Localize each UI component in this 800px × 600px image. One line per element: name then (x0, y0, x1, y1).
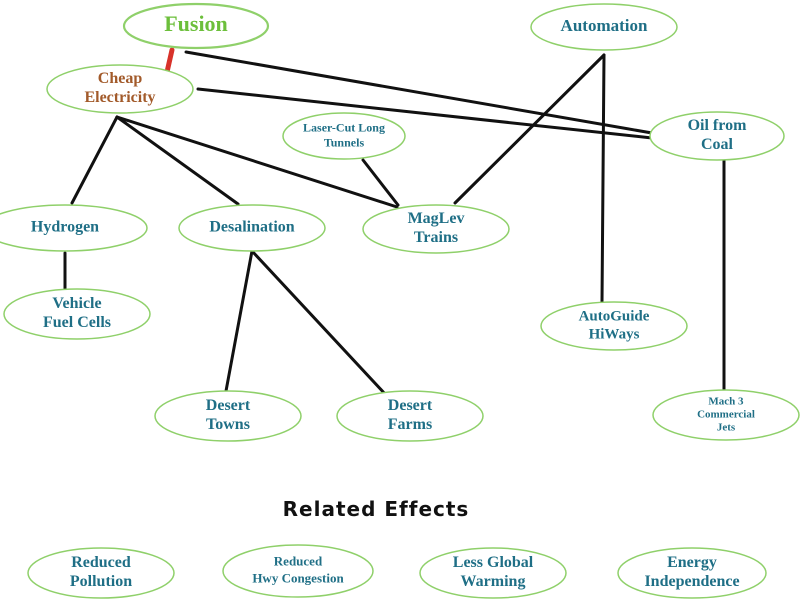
node-hydrogen-label-line-1: Hydrogen (31, 219, 99, 236)
node-autoguide-hiways-shape (540, 301, 688, 351)
node-desert-towns-label-line-2: Towns (206, 416, 250, 433)
node-energy-independence-label-line-1: Energy (667, 554, 717, 571)
link-desalination-to-desert-farms (250, 249, 388, 397)
node-autoguide-hiways-label-line-1: AutoGuide (579, 308, 650, 324)
node-reduced-pollution-label-line-2: Pollution (70, 573, 132, 590)
link-cheap-electricity-to-desalination (115, 115, 240, 206)
node-desalination: Desalination (178, 204, 326, 252)
node-reduced-pollution-shape (27, 547, 175, 599)
node-less-global-warming-label-line-1: Less Global (453, 554, 534, 571)
node-automation-shape (530, 3, 678, 51)
node-desert-farms-label-line-2: Farms (388, 416, 432, 433)
node-maglev-trains-label-line-2: Trains (414, 229, 458, 246)
node-less-global-warming-label-line-2: Warming (461, 573, 526, 590)
node-automation-label-line-1: Automation (561, 16, 648, 35)
node-reduced-hwy-congestion-label-line-2: Hwy Congestion (252, 570, 344, 585)
node-desert-towns-label-line-1: Desert (206, 397, 251, 414)
link-fusion-to-cheap-electricity (164, 47, 175, 75)
node-energy-independence-shape (617, 547, 767, 599)
node-cheap-electricity-label-line-1: Cheap (98, 70, 143, 87)
node-reduced-hwy-congestion-shape (222, 544, 374, 598)
node-hydrogen: Hydrogen (0, 204, 148, 252)
node-mach3-jets-label-line-2: Commercial (697, 409, 755, 421)
node-maglev-trains-shape (362, 204, 510, 254)
node-laser-cut-tunnels-shape (282, 112, 406, 160)
link-cheap-electricity-to-maglev-trains (115, 115, 399, 209)
node-energy-independence-label-line-2: Independence (644, 573, 739, 590)
node-fusion-label-line-1: Fusion (164, 11, 228, 36)
node-less-global-warming-shape (419, 547, 567, 599)
node-oil-from-coal-label-line-1: Oil from (688, 117, 747, 134)
node-reduced-pollution-label-line-1: Reduced (71, 554, 131, 571)
node-desert-farms-shape (336, 390, 484, 442)
node-vehicle-fuel-cells-label-line-1: Vehicle (52, 295, 101, 312)
link-cheap-electricity-to-hydrogen (70, 115, 119, 205)
node-oil-from-coal-shape (649, 111, 785, 161)
node-desalination-label-line-1: Desalination (209, 219, 294, 236)
node-oil-from-coal-label-line-2: Coal (701, 136, 734, 153)
node-cheap-electricity-label-line-2: Electricity (84, 89, 155, 106)
node-automation: Automation (530, 3, 678, 51)
node-hydrogen-shape (0, 204, 148, 252)
link-automation-to-maglev-trains (453, 53, 606, 205)
node-reduced-hwy-congestion-label-line-1: Reduced (274, 553, 323, 568)
node-mach3-jets-shape (652, 389, 800, 441)
node-desalination-shape (178, 204, 326, 252)
node-autoguide-hiways-label-line-2: HiWays (589, 326, 640, 342)
node-fusion-shape (122, 2, 270, 50)
node-cheap-electricity-shape (46, 64, 194, 114)
node-laser-cut-tunnels-label-line-1: Laser-Cut Long (303, 120, 385, 134)
link-automation-to-autoguide-hiways (600, 53, 606, 304)
node-fusion: Fusion (122, 2, 270, 50)
related-effects-heading: Related Effects (282, 497, 470, 521)
link-desalination-to-desert-towns (224, 249, 254, 393)
links-layer (63, 47, 726, 397)
node-mach3-jets-label-line-1: Mach 3 (708, 396, 744, 408)
node-maglev-trains-label-line-1: MagLev (408, 210, 465, 227)
node-desert-towns-shape (154, 390, 302, 442)
node-vehicle-fuel-cells-shape (3, 288, 151, 340)
node-desert-farms-label-line-1: Desert (388, 397, 433, 414)
node-mach3-jets-label-line-3: Jets (717, 422, 736, 434)
node-vehicle-fuel-cells-label-line-2: Fuel Cells (43, 314, 111, 331)
node-laser-cut-tunnels-label-line-2: Tunnels (324, 135, 365, 149)
link-fusion-to-oil-from-coal (184, 50, 654, 135)
link-cheap-electricity-to-oil-from-coal (196, 87, 654, 140)
link-laser-cut-tunnels-to-maglev-trains (361, 158, 400, 207)
